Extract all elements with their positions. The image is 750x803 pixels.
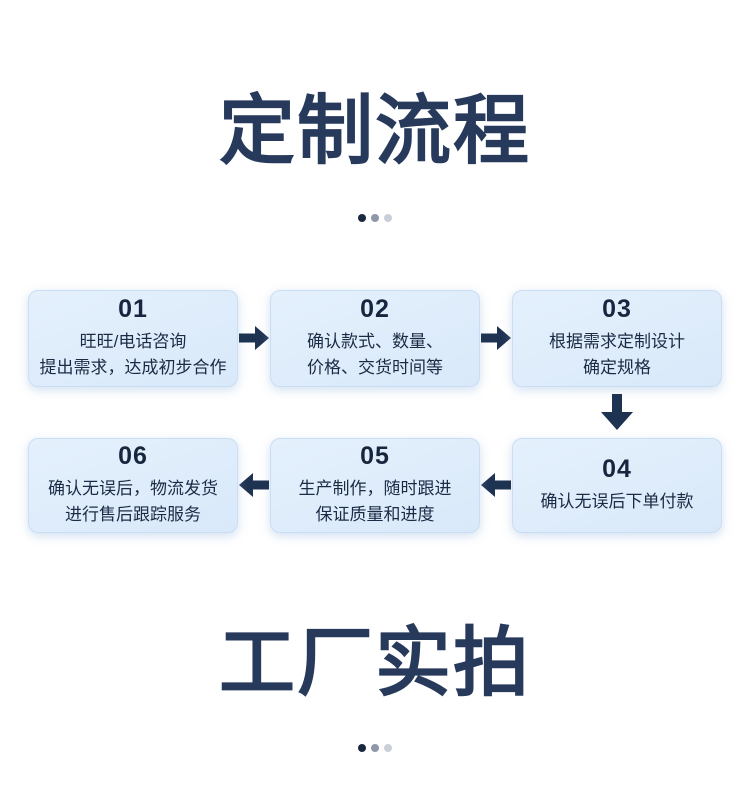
process-step-06: 06 确认无误后，物流发货 进行售后跟踪服务 [28, 438, 238, 533]
step-text-line: 根据需求定制设计 [549, 331, 685, 351]
process-step-05: 05 生产制作，随时跟进 保证质量和进度 [270, 438, 480, 533]
step-number: 06 [118, 442, 148, 471]
carousel-dot [384, 214, 392, 222]
step-text-line: 确认款式、数量、 [307, 331, 443, 351]
step-number: 02 [360, 295, 390, 324]
step-text-line: 确认无误后下单付款 [540, 491, 694, 511]
arrow-left-icon [481, 472, 511, 498]
arrow-right-icon [239, 325, 269, 351]
carousel-dot [384, 744, 392, 752]
section-title-factory-photos: 工厂实拍 [219, 621, 531, 706]
step-number: 01 [118, 295, 148, 324]
step-text-line: 保证质量和进度 [315, 504, 435, 524]
carousel-dots-factory [0, 744, 750, 752]
process-step-01: 01 旺旺/电话咨询 提出需求，达成初步合作 [28, 290, 238, 387]
arrow-left-icon [239, 472, 269, 498]
carousel-dots-process [0, 214, 750, 222]
step-number: 04 [602, 455, 632, 484]
carousel-dot-active [358, 214, 366, 222]
process-flowchart: 01 旺旺/电话咨询 提出需求，达成初步合作 02 确认款式、数量、 价格、交货… [0, 280, 750, 536]
carousel-dot-active [358, 744, 366, 752]
section-title-custom-process: 定制流程 [219, 89, 531, 174]
step-text-line: 确定规格 [583, 357, 651, 377]
step-text-line: 旺旺/电话咨询 [79, 331, 187, 351]
carousel-dot [371, 744, 379, 752]
carousel-dot [371, 214, 379, 222]
step-text-line: 生产制作，随时跟进 [298, 478, 452, 498]
arrow-down-icon [600, 394, 634, 430]
process-step-04: 04 确认无误后下单付款 [512, 438, 722, 533]
step-number: 03 [602, 295, 632, 324]
step-text-line: 确认无误后，物流发货 [48, 478, 218, 498]
step-text-line: 进行售后跟踪服务 [65, 504, 201, 524]
step-number: 05 [360, 442, 390, 471]
step-text-line: 价格、交货时间等 [307, 357, 443, 377]
process-step-03: 03 根据需求定制设计 确定规格 [512, 290, 722, 387]
arrow-right-icon [481, 325, 511, 351]
process-step-02: 02 确认款式、数量、 价格、交货时间等 [270, 290, 480, 387]
step-text-line: 提出需求，达成初步合作 [39, 357, 227, 377]
